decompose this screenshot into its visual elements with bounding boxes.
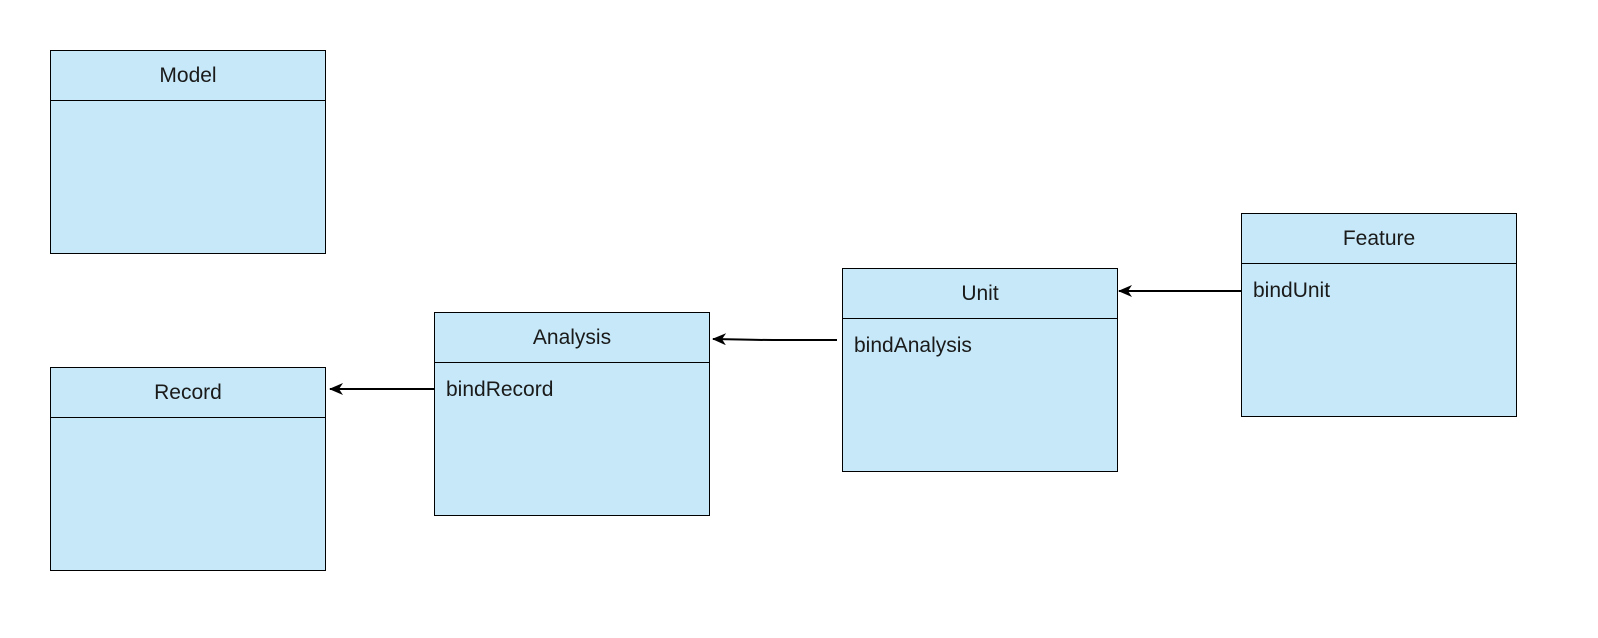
class-attribute-analysis: bindRecord <box>446 378 554 401</box>
class-body-model <box>51 101 325 115</box>
class-attribute-feature: bindUnit <box>1253 279 1331 302</box>
class-box-feature[interactable]: Feature bindUnit <box>1241 213 1517 417</box>
arrow-unit-to-analysis <box>712 333 837 346</box>
class-title-feature: Feature <box>1242 213 1516 264</box>
class-box-model[interactable]: Model <box>50 50 326 254</box>
class-box-unit[interactable]: Unit bindAnalysis <box>842 268 1118 472</box>
class-title-analysis: Analysis <box>435 312 709 363</box>
class-title-model: Model <box>51 50 325 101</box>
class-body-record <box>51 418 325 432</box>
class-box-analysis[interactable]: Analysis bindRecord <box>434 312 710 516</box>
class-box-record[interactable]: Record <box>50 367 326 571</box>
class-attribute-unit: bindAnalysis <box>854 334 972 357</box>
class-title-record: Record <box>51 367 325 418</box>
class-title-unit: Unit <box>843 268 1117 319</box>
